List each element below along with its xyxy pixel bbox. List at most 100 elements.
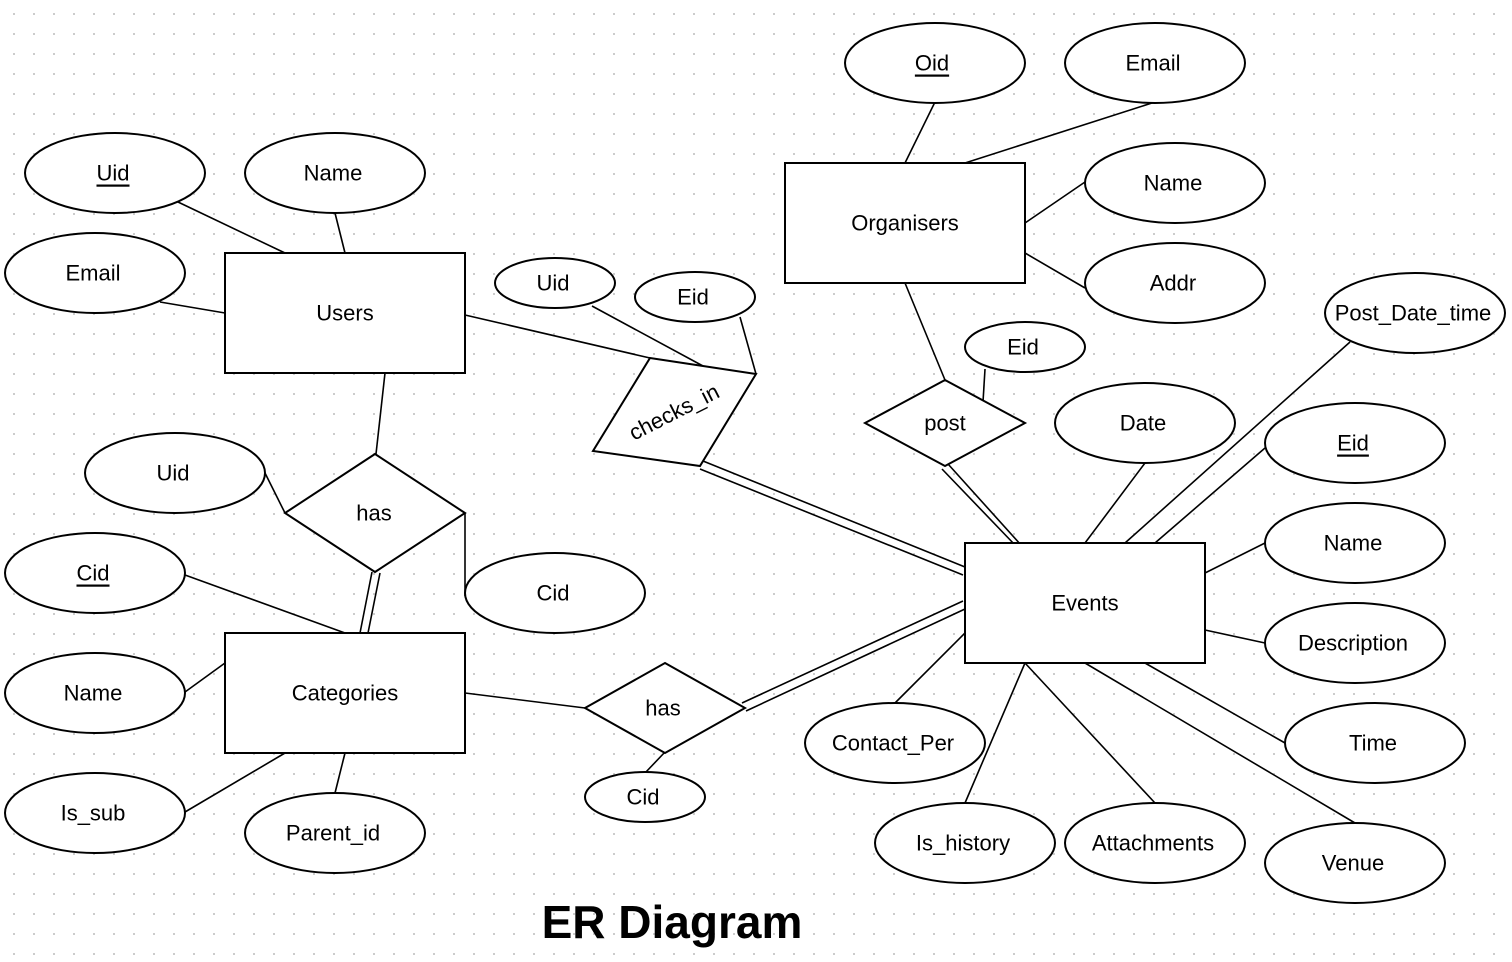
connector-line	[334, 212, 346, 254]
connector-line	[947, 463, 1022, 546]
attribute-label: Attachments	[1092, 831, 1214, 856]
entity-categories[interactable]: Categories	[224, 632, 466, 754]
connector-line	[1204, 542, 1266, 574]
attribute-ev-name[interactable]: Name	[1264, 502, 1446, 584]
entity-label: Events	[1051, 591, 1118, 616]
attribute-post-eid[interactable]: Eid	[964, 321, 1086, 373]
attribute-label: Time	[1349, 731, 1397, 756]
attribute-cat-parent-id[interactable]: Parent_id	[244, 792, 426, 874]
relationship-post[interactable]: post	[862, 378, 1028, 468]
relationship-has-categories-events[interactable]: has	[582, 661, 748, 755]
attribute-ev-eid[interactable]: Eid	[1264, 402, 1446, 484]
attribute-has2-cid[interactable]: Cid	[584, 771, 706, 823]
entity-events[interactable]: Events	[964, 542, 1206, 664]
connector-line	[904, 101, 936, 164]
attribute-label: Uid	[96, 161, 129, 186]
connector-line	[894, 632, 966, 704]
attribute-label: Email	[1125, 51, 1180, 76]
entity-label: Users	[316, 301, 373, 326]
attribute-label: Date	[1120, 411, 1166, 436]
connector-line	[184, 662, 226, 693]
attribute-org-name[interactable]: Name	[1084, 142, 1266, 224]
relationship-label: has	[356, 501, 391, 526]
connector-line	[159, 301, 226, 314]
attribute-ev-description[interactable]: Description	[1264, 602, 1446, 684]
attribute-label: Cid	[536, 581, 569, 606]
relationship-checks-in[interactable]: checks_in	[591, 356, 758, 468]
attribute-has-uid[interactable]: Uid	[84, 432, 266, 514]
attribute-label: Eid	[1337, 431, 1369, 456]
attribute-ev-attachments[interactable]: Attachments	[1064, 802, 1246, 884]
connector-line	[464, 314, 651, 359]
connector-line	[1024, 252, 1086, 289]
attribute-checks-in-uid[interactable]: Uid	[494, 257, 616, 309]
attribute-label: Name	[1144, 171, 1203, 196]
connector-lines	[159, 101, 1356, 824]
attribute-label: Oid	[915, 51, 949, 76]
attribute-org-addr[interactable]: Addr	[1084, 242, 1266, 324]
diagram-title: ER Diagram	[542, 896, 803, 948]
connector-line	[184, 752, 286, 813]
connector-line	[375, 372, 386, 455]
attribute-ev-date[interactable]: Date	[1054, 382, 1236, 464]
attribute-has-cid[interactable]: Cid	[464, 552, 646, 634]
relationship-label: post	[924, 411, 966, 436]
attribute-cat-name[interactable]: Name	[4, 652, 186, 734]
connector-line	[1024, 181, 1086, 224]
attribute-label: Venue	[1322, 851, 1384, 876]
attribute-label: Name	[304, 161, 363, 186]
attribute-label: Cid	[626, 785, 659, 810]
attribute-label: Eid	[1007, 335, 1039, 360]
attribute-org-oid[interactable]: Oid	[844, 22, 1026, 104]
entity-users[interactable]: Users	[224, 252, 466, 374]
attribute-label: Eid	[677, 285, 709, 310]
connector-line	[739, 316, 757, 375]
connector-line	[334, 752, 346, 794]
connector-line	[644, 751, 666, 774]
connector-line	[1084, 462, 1146, 544]
connector-line	[982, 368, 986, 403]
attribute-ev-time[interactable]: Time	[1284, 702, 1466, 784]
attribute-ev-is-history[interactable]: Is_history	[874, 802, 1056, 884]
attribute-cat-is-sub[interactable]: Is_sub	[4, 772, 186, 854]
attribute-label: Description	[1298, 631, 1408, 656]
attribute-ev-venue[interactable]: Venue	[1264, 822, 1446, 904]
attribute-users-email[interactable]: Email	[4, 232, 186, 314]
connector-line	[1084, 662, 1356, 824]
connector-line	[702, 460, 966, 568]
connector-line	[1144, 662, 1286, 744]
relationship-has-users-categories[interactable]: has	[283, 452, 467, 574]
attribute-users-uid[interactable]: Uid	[24, 132, 206, 214]
attribute-ev-contact-per[interactable]: Contact_Per	[804, 702, 986, 784]
connector-line	[745, 608, 966, 712]
connector-line	[1124, 341, 1351, 544]
attribute-label: Addr	[1150, 271, 1196, 296]
attribute-cat-cid[interactable]: Cid	[4, 532, 186, 614]
connector-line	[699, 468, 964, 576]
connector-line	[264, 472, 286, 514]
relationship-label: has	[645, 696, 680, 721]
connector-line	[359, 571, 373, 634]
connector-line	[964, 662, 1026, 804]
attribute-users-name[interactable]: Name	[244, 132, 426, 214]
connector-line	[964, 101, 1156, 164]
attribute-label: Cid	[76, 561, 109, 586]
attribute-org-email[interactable]: Email	[1064, 22, 1246, 104]
connector-line	[177, 201, 286, 254]
connector-line	[1154, 447, 1266, 544]
connector-line	[367, 572, 381, 634]
attribute-label: Name	[64, 681, 123, 706]
connector-line	[591, 305, 704, 367]
connector-line	[904, 282, 946, 381]
attribute-label: Name	[1324, 531, 1383, 556]
entity-organisers[interactable]: Organisers	[784, 162, 1026, 284]
attribute-checks-in-eid[interactable]: Eid	[634, 271, 756, 323]
attribute-label: Parent_id	[286, 821, 380, 846]
connector-line	[184, 574, 346, 634]
connector-line	[741, 600, 964, 704]
attribute-label: Is_sub	[61, 801, 126, 826]
connector-line	[1024, 662, 1156, 804]
attribute-ev-post-date-time[interactable]: Post_Date_time	[1324, 272, 1506, 354]
entity-label: Categories	[292, 681, 398, 706]
